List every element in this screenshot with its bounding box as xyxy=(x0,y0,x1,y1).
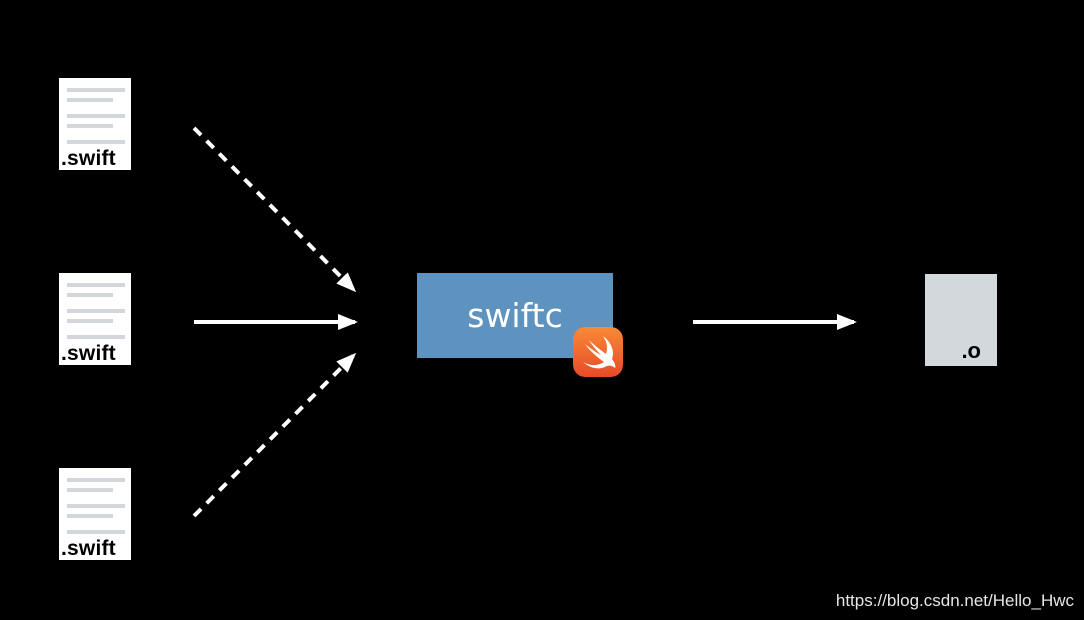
swift-file-icon: .swift xyxy=(59,78,131,170)
object-file-icon: .o xyxy=(925,274,997,366)
swift-logo-icon xyxy=(573,327,623,377)
swift-file-icon: .swift xyxy=(59,468,131,560)
dashed-arrow-bottom xyxy=(192,352,357,518)
watermark: https://blog.csdn.net/Hello_Hwc xyxy=(835,591,1074,610)
swift-file-label: .swift xyxy=(61,147,116,170)
object-file-label: .o xyxy=(961,338,981,363)
compiler-box: swiftc xyxy=(417,273,613,358)
dashed-arrow-top xyxy=(192,126,357,293)
swift-file-label: .swift xyxy=(61,537,116,560)
swift-file-icon: .swift xyxy=(59,273,131,365)
compiler-label: swiftc xyxy=(467,296,563,335)
swift-file-label: .swift xyxy=(61,342,116,365)
